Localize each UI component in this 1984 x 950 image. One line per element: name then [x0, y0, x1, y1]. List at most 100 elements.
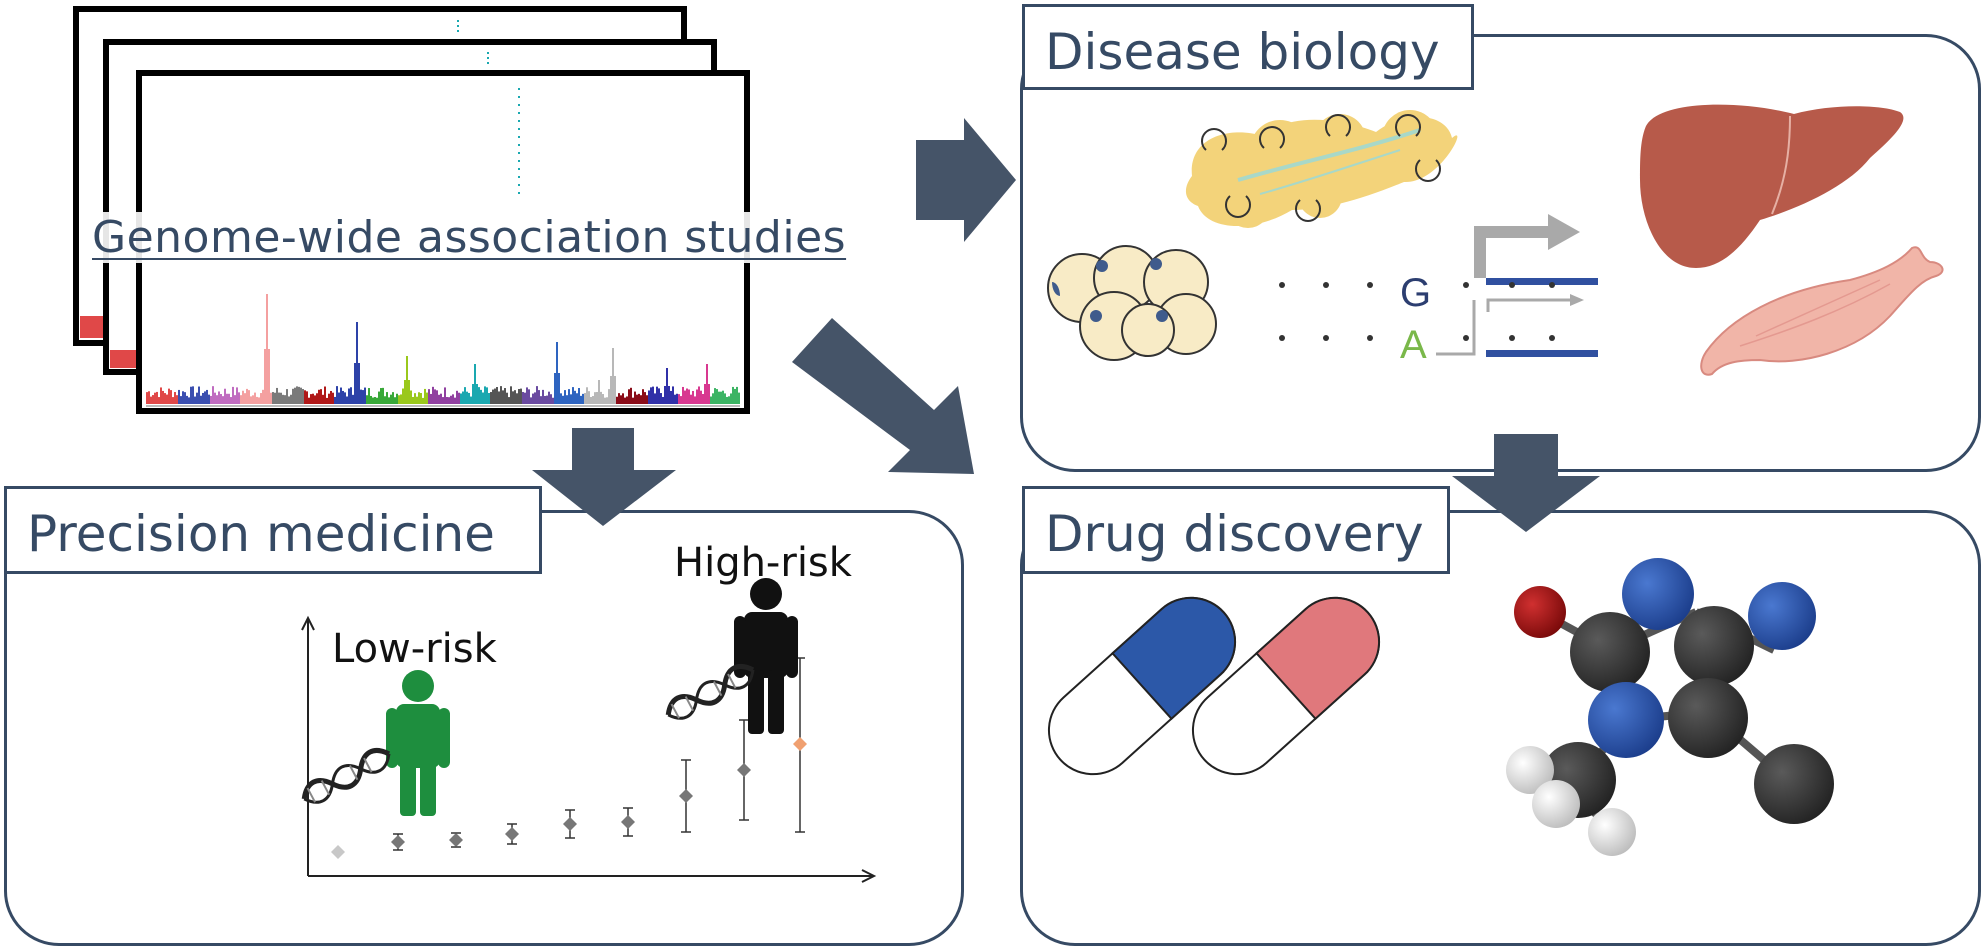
manhattan-bar — [282, 394, 284, 404]
manhattan-bar — [564, 390, 566, 404]
manhattan-bar — [494, 388, 496, 404]
manhattan-bar — [380, 388, 382, 404]
manhattan-bar — [664, 386, 666, 404]
manhattan-bar — [522, 391, 524, 404]
manhattan-bar — [670, 390, 672, 404]
manhattan-bar — [730, 393, 732, 404]
manhattan-bar — [232, 386, 234, 404]
manhattan-bar — [704, 384, 706, 404]
manhattan-bar — [510, 386, 512, 404]
manhattan-bar — [392, 392, 394, 404]
manhattan-bar — [210, 395, 212, 404]
manhattan-bar — [478, 387, 480, 404]
manhattan-bar — [628, 389, 630, 404]
manhattan-bar — [610, 376, 612, 404]
arrow-gwas-to-drug — [792, 318, 974, 474]
manhattan-bar — [592, 396, 594, 404]
manhattan-bar — [360, 389, 362, 404]
risk-plot-axes — [301, 615, 877, 883]
manhattan-bar — [230, 397, 232, 404]
muscle-illustration — [1700, 246, 1944, 376]
gwas-label: Genome-wide association studies — [88, 212, 851, 263]
gene-variant-illustration: G A — [1279, 214, 1598, 367]
manhattan-bar — [146, 392, 148, 404]
manhattan-bar — [286, 389, 288, 404]
manhattan-bar — [148, 391, 150, 404]
manhattan-bar — [298, 386, 300, 404]
manhattan-bar — [424, 388, 426, 404]
manhattan-bar — [306, 391, 308, 404]
manhattan-bar — [276, 387, 278, 404]
manhattan-bar — [158, 397, 160, 404]
manhattan-bar — [284, 395, 286, 404]
manhattan-bar — [632, 397, 634, 404]
manhattan-bar — [432, 386, 434, 404]
manhattan-bar — [506, 392, 508, 404]
manhattan-bar — [248, 390, 250, 404]
manhattan-bar — [698, 386, 700, 404]
manhattan-bar — [190, 386, 192, 404]
manhattan-bar — [340, 387, 342, 404]
manhattan-bar — [514, 390, 516, 404]
manhattan-bar — [304, 390, 306, 404]
pancreas-illustration — [1185, 110, 1458, 228]
manhattan-bar — [584, 392, 586, 404]
manhattan-bar — [386, 392, 388, 404]
manhattan-bar — [178, 389, 180, 404]
molecule-model — [1506, 558, 1834, 856]
manhattan-bar — [602, 394, 604, 404]
manhattan-bar — [214, 392, 216, 404]
low-risk-label: Low-risk — [332, 626, 497, 672]
manhattan-bar — [368, 388, 370, 404]
manhattan-bar — [580, 395, 582, 404]
manhattan-bar — [400, 394, 402, 404]
manhattan-bar — [482, 392, 484, 404]
manhattan-bar — [728, 396, 730, 404]
manhattan-bar — [376, 397, 378, 404]
manhattan-bar — [358, 363, 360, 404]
manhattan-bar — [354, 363, 356, 404]
manhattan-bar — [344, 392, 346, 404]
manhattan-bar — [160, 387, 162, 404]
risk-point — [449, 833, 463, 847]
manhattan-bar — [206, 389, 208, 404]
manhattan-bar — [226, 393, 228, 404]
manhattan-bar — [618, 393, 620, 404]
manhattan-bar — [720, 391, 722, 404]
manhattan-bar — [624, 397, 626, 404]
manhattan-bar — [216, 395, 218, 404]
manhattan-bar — [630, 387, 632, 404]
manhattan-bar — [576, 393, 578, 404]
manhattan-bar — [174, 392, 176, 404]
manhattan-bar — [352, 394, 354, 404]
manhattan-bar — [620, 395, 622, 404]
manhattan-bar — [676, 393, 678, 404]
manhattan-bar — [374, 397, 376, 404]
manhattan-bar — [326, 397, 328, 404]
manhattan-bar — [650, 387, 652, 404]
manhattan-bar — [712, 393, 714, 404]
manhattan-bar — [572, 387, 574, 404]
manhattan-bar — [194, 396, 196, 404]
manhattan-bar — [684, 390, 686, 404]
manhattan-bar — [450, 395, 452, 404]
risk-point — [793, 737, 807, 751]
manhattan-bar — [558, 373, 560, 404]
manhattan-bar — [480, 389, 482, 404]
manhattan-bar — [166, 394, 168, 404]
manhattan-bar — [266, 294, 268, 404]
manhattan-bar — [154, 392, 156, 404]
manhattan-bar — [512, 391, 514, 404]
manhattan-bar — [734, 388, 736, 404]
manhattan-bar — [454, 397, 456, 404]
manhattan-bar — [680, 396, 682, 404]
manhattan-bar — [540, 396, 542, 404]
risk-point — [621, 815, 635, 829]
manhattan-bar — [606, 397, 608, 404]
manhattan-bar — [426, 392, 428, 404]
manhattan-bar — [460, 393, 462, 404]
manhattan-bar — [332, 392, 334, 404]
manhattan-bar — [182, 391, 184, 404]
manhattan-bar — [700, 390, 702, 404]
risk-point — [563, 817, 577, 831]
